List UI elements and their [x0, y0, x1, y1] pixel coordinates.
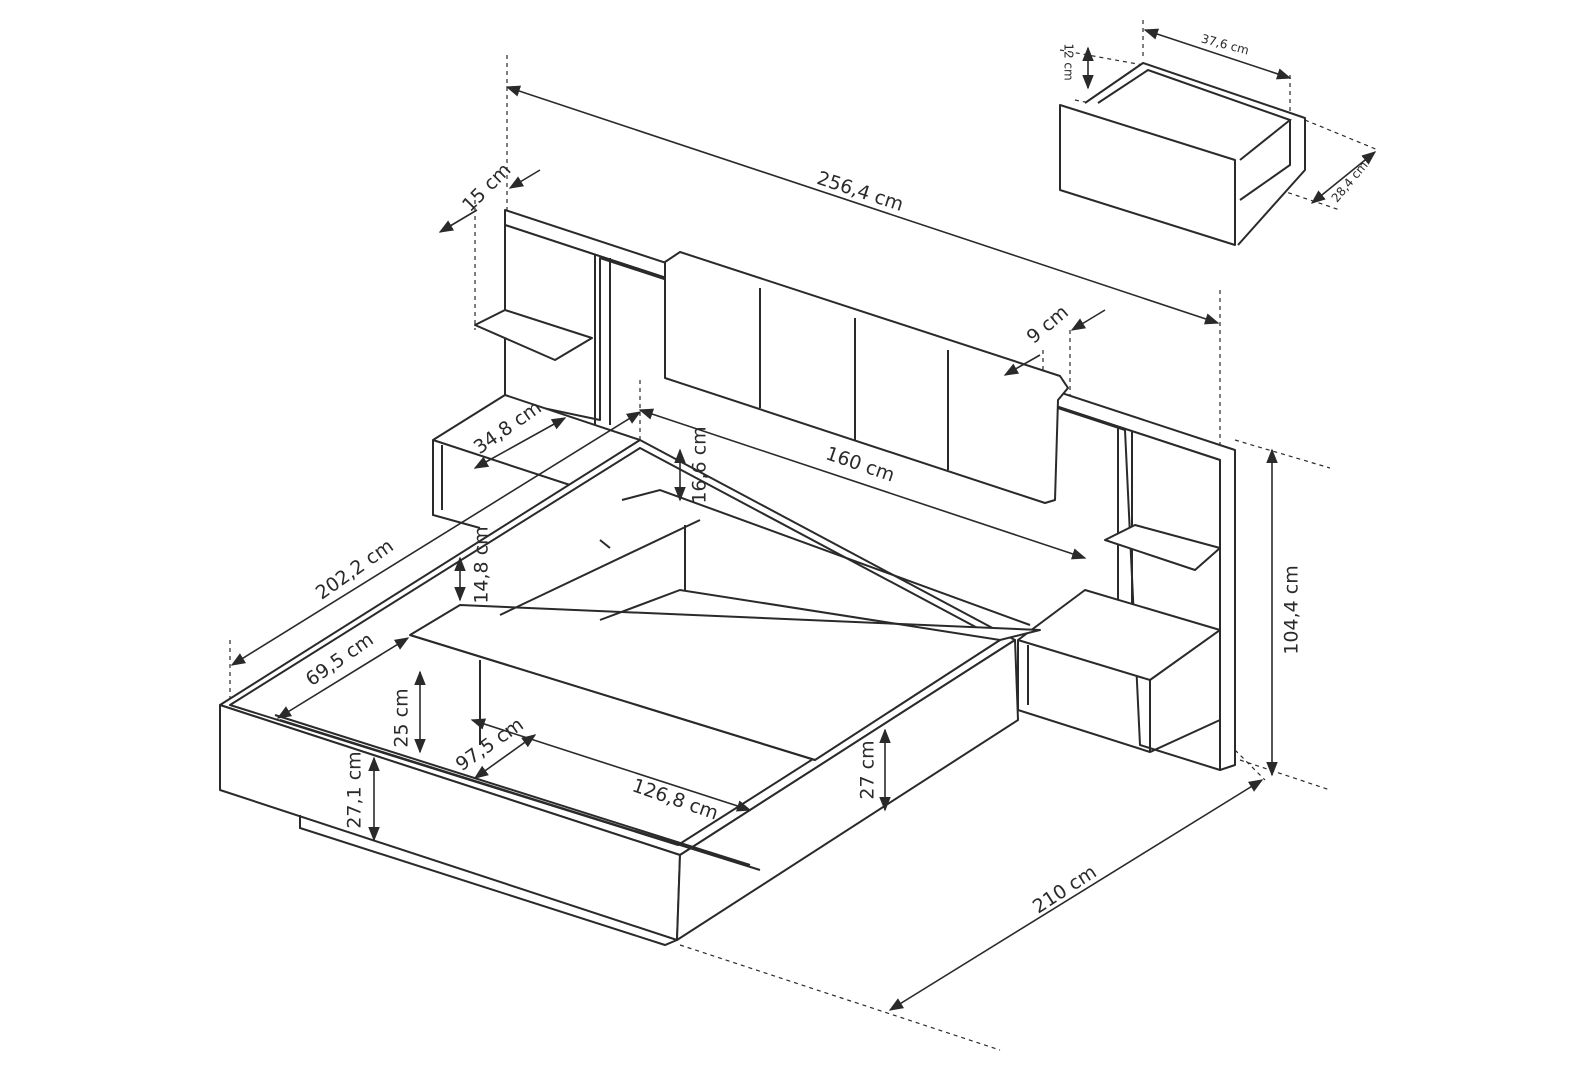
- label-storage-depth: 25 cm: [391, 688, 413, 747]
- drawer: [1059, 62, 1306, 246]
- label-total-length: 210 cm: [1029, 861, 1101, 918]
- label-drawer-depth: 28,4 cm: [1329, 158, 1371, 204]
- label-ledge-height: 14,8 cm: [471, 526, 493, 603]
- label-frame-height: 27,1 cm: [344, 751, 366, 828]
- label-overall-width: 256,4 cm: [814, 167, 906, 216]
- dimension-arrows: [230, 28, 1377, 1011]
- label-drawer-width: 37,6 cm: [1200, 31, 1251, 57]
- label-side-height: 27 cm: [857, 740, 879, 799]
- nightstand-right: [1017, 589, 1221, 754]
- label-total-height: 104,4 cm: [1281, 565, 1303, 654]
- bed-frame: [219, 439, 1041, 947]
- label-drawer-height: 12 cm: [1062, 43, 1076, 80]
- label-cushion-depth: 9 cm: [1023, 301, 1073, 348]
- label-headboard-ledge-height: 16,6 cm: [689, 426, 711, 503]
